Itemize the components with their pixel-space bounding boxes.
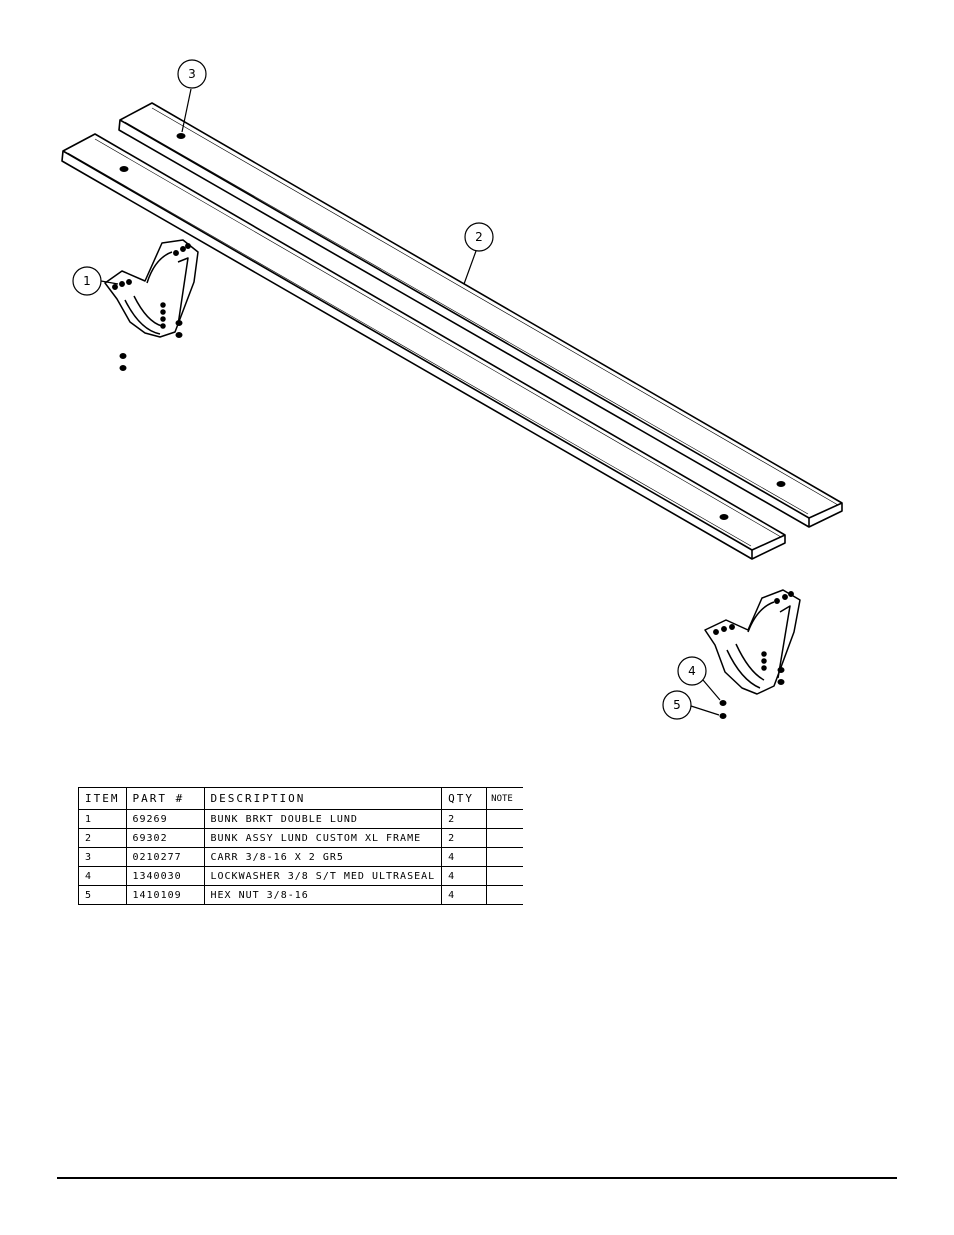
cell-note (486, 866, 524, 886)
footer-rule (57, 1177, 897, 1179)
cell-note (486, 828, 524, 848)
callout-balloon-3: 3 (177, 59, 207, 133)
board-hole (119, 166, 129, 172)
callout-label: 2 (475, 230, 483, 244)
exploded-assembly-drawing: 3 2 1 4 5 (61, 59, 843, 720)
cell-part-number: 69302 (125, 828, 205, 848)
table-row: 4 1340030 LOCKWASHER 3/8 S/T MED ULTRASE… (78, 866, 524, 886)
board-hole (719, 514, 729, 520)
cell-item: 5 (78, 885, 127, 905)
table-row: 1 69269 BUNK BRKT DOUBLE LUND 2 (78, 809, 524, 829)
cell-item: 2 (78, 828, 127, 848)
lockwasher (175, 320, 183, 326)
cell-item: 3 (78, 847, 127, 867)
cell-part-number: 1410109 (125, 885, 205, 905)
bunk-bracket-right (704, 589, 801, 695)
lockwasher (777, 667, 785, 673)
board-hole (176, 133, 186, 139)
bom-header-row: ITEM PART # DESCRIPTION QTY NOTE (78, 787, 524, 810)
board-hole (776, 481, 786, 487)
bunk-board-rear (118, 102, 843, 528)
cell-qty: 4 (441, 866, 488, 886)
cell-note (486, 847, 524, 867)
cell-part-number: 69269 (125, 809, 205, 829)
cell-part-number: 0210277 (125, 847, 205, 867)
cell-part-number: 1340030 (125, 866, 205, 886)
cell-description: BUNK BRKT DOUBLE LUND (203, 809, 443, 829)
bunk-board-front (61, 133, 786, 560)
table-row: 2 69302 BUNK ASSY LUND CUSTOM XL FRAME 2 (78, 828, 524, 848)
cell-qty: 2 (441, 809, 488, 829)
table-row: 3 0210277 CARR 3/8-16 X 2 GR5 4 (78, 847, 524, 867)
cell-description: LOCKWASHER 3/8 S/T MED ULTRASEAL (203, 866, 443, 886)
column-header-qty: QTY (441, 787, 488, 810)
cell-qty: 2 (441, 828, 488, 848)
cell-note (486, 885, 524, 905)
cell-item: 4 (78, 866, 127, 886)
lockwasher (119, 353, 127, 359)
hex-nut (119, 365, 127, 371)
cell-description: BUNK ASSY LUND CUSTOM XL FRAME (203, 828, 443, 848)
callout-balloon-4: 4 (677, 656, 721, 701)
callout-balloon-2: 2 (463, 222, 494, 285)
bill-of-materials-table: ITEM PART # DESCRIPTION QTY NOTE 1 69269… (78, 787, 524, 905)
callout-label: 5 (673, 698, 681, 712)
column-header-item: ITEM (78, 787, 127, 810)
callout-label: 3 (188, 67, 196, 81)
column-header-part-number: PART # (125, 787, 205, 810)
cell-qty: 4 (441, 847, 488, 867)
cell-qty: 4 (441, 885, 488, 905)
cell-description: HEX NUT 3/8-16 (203, 885, 443, 905)
hex-nut (777, 679, 785, 685)
callout-balloon-1: 1 (72, 266, 119, 296)
column-header-note: NOTE (486, 787, 524, 810)
cell-description: CARR 3/8-16 X 2 GR5 (203, 847, 443, 867)
hex-nut (719, 713, 727, 719)
lockwasher (719, 700, 727, 706)
callout-label: 4 (688, 664, 696, 678)
cell-note (486, 809, 524, 829)
callout-label: 1 (83, 274, 91, 288)
column-header-description: DESCRIPTION (203, 787, 443, 810)
cell-item: 1 (78, 809, 127, 829)
table-row: 5 1410109 HEX NUT 3/8-16 4 (78, 885, 524, 905)
hex-nut (175, 332, 183, 338)
callout-balloon-5: 5 (662, 690, 720, 720)
bunk-bracket-left (104, 239, 199, 338)
